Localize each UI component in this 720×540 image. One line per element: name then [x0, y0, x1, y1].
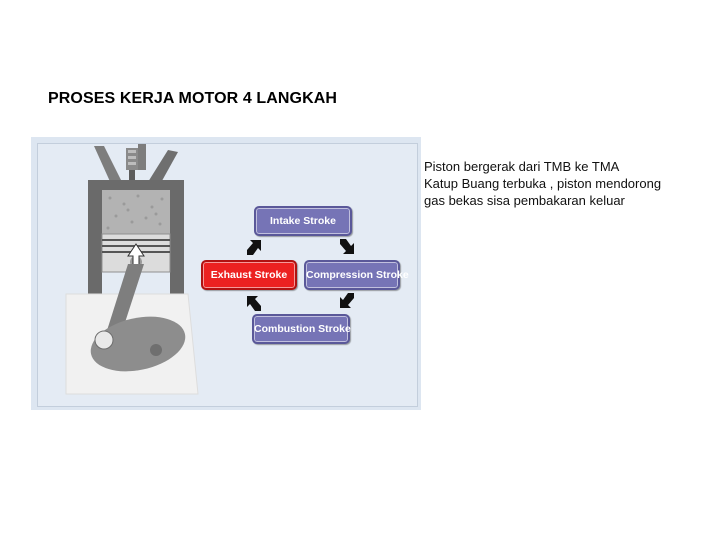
exhaust-stroke-box: Exhaust Stroke: [201, 260, 297, 290]
arrow-exhaust-to-intake-icon: [247, 240, 261, 255]
arrow-compression-to-combustion-icon: [340, 293, 354, 308]
four-stroke-diagram: Intake Stroke Compression Stroke Combust…: [31, 137, 421, 410]
intake-stroke-box: Intake Stroke: [254, 206, 352, 236]
description-line: Katup Buang terbuka , piston mendorong: [424, 176, 662, 191]
engine-cutaway-illustration: [65, 144, 199, 395]
stroke-description: Piston bergerak dari TMB ke TMA Katup Bu…: [424, 158, 714, 209]
arrow-combustion-to-exhaust-icon: [247, 296, 261, 311]
slide-title: PROSES KERJA MOTOR 4 LANGKAH: [48, 90, 338, 107]
diagram-panel: Intake Stroke Compression Stroke Combust…: [37, 143, 418, 407]
compression-stroke-box: Compression Stroke: [304, 260, 409, 290]
arrow-intake-to-compression-icon: [340, 239, 354, 254]
combustion-stroke-box: Combustion Stroke: [252, 314, 351, 344]
description-line: gas bekas sisa pembakaran keluar: [424, 193, 625, 208]
description-line: Piston bergerak dari TMB ke TMA: [424, 159, 620, 174]
